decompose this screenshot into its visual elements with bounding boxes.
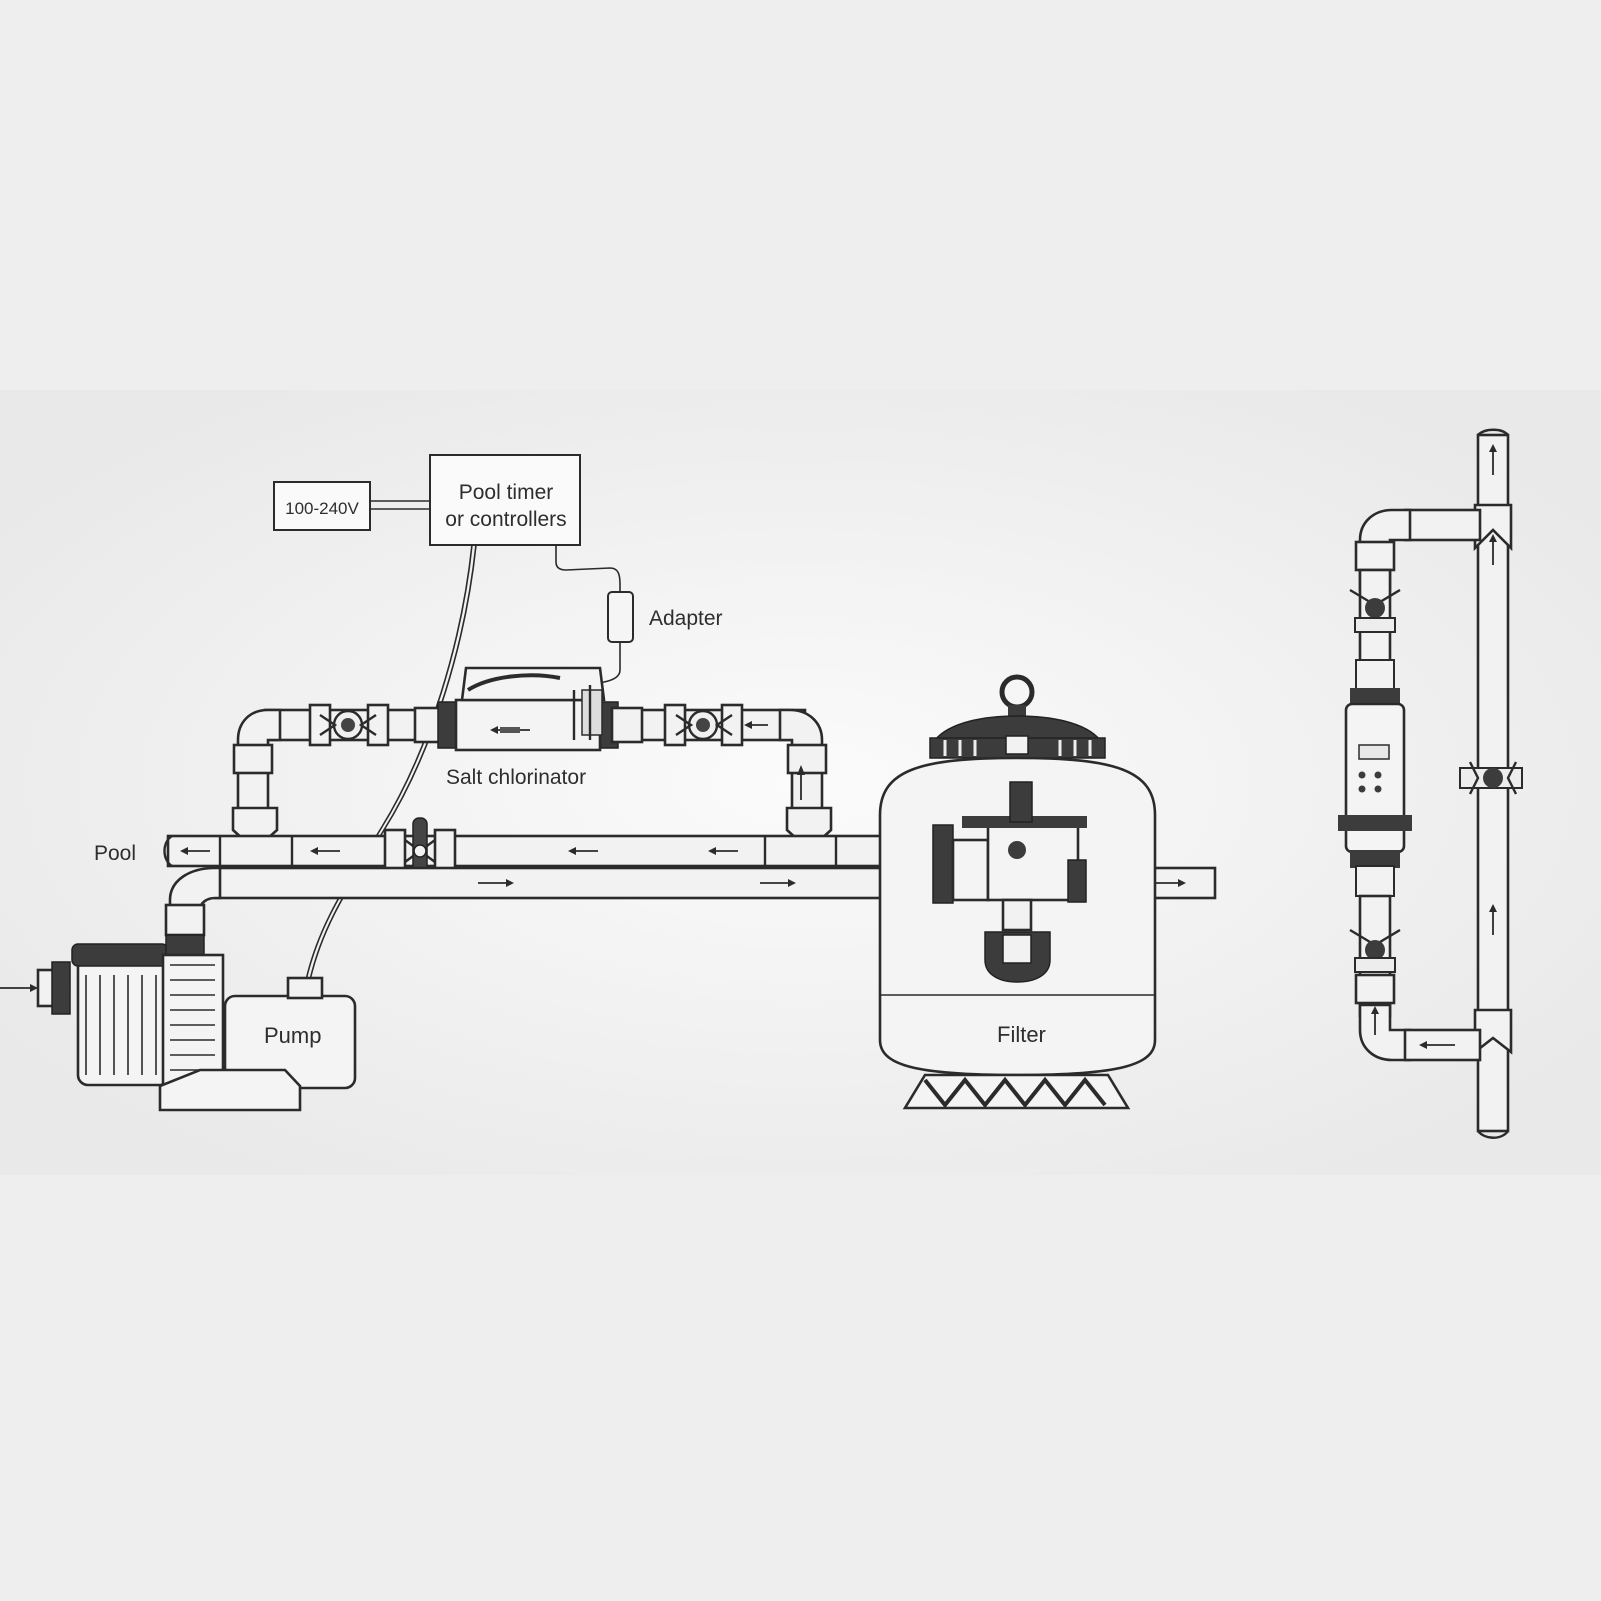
salt-chlorinator-label: Salt chlorinator bbox=[446, 766, 586, 789]
bypass-valve-right bbox=[663, 703, 744, 747]
pump-label: Pump bbox=[264, 1023, 321, 1048]
filter bbox=[878, 674, 1157, 1110]
filter-label: Filter bbox=[997, 1022, 1046, 1047]
timer-label-line2: or controllers bbox=[445, 508, 566, 531]
pump-power-cable bbox=[305, 544, 473, 981]
pool-timer-box: Pool timer or controllers bbox=[429, 454, 581, 546]
voltage-box: 100-240V bbox=[273, 481, 371, 531]
salt-chlorinator-cell bbox=[413, 666, 644, 752]
power-cable bbox=[370, 500, 430, 510]
vertical-install-view bbox=[1338, 428, 1523, 1139]
pool-label: Pool bbox=[94, 842, 136, 865]
voltage-label: 100-240V bbox=[285, 499, 359, 518]
pool-return-pipe bbox=[163, 834, 938, 868]
timer-label-line1: Pool timer bbox=[459, 481, 554, 504]
adapter-cable bbox=[555, 545, 621, 592]
supply-pipe bbox=[164, 866, 937, 937]
adapter-label: Adapter bbox=[649, 607, 723, 630]
adapter-unit bbox=[607, 591, 634, 643]
pump bbox=[0, 934, 357, 1112]
bypass-valve-left bbox=[308, 703, 390, 747]
